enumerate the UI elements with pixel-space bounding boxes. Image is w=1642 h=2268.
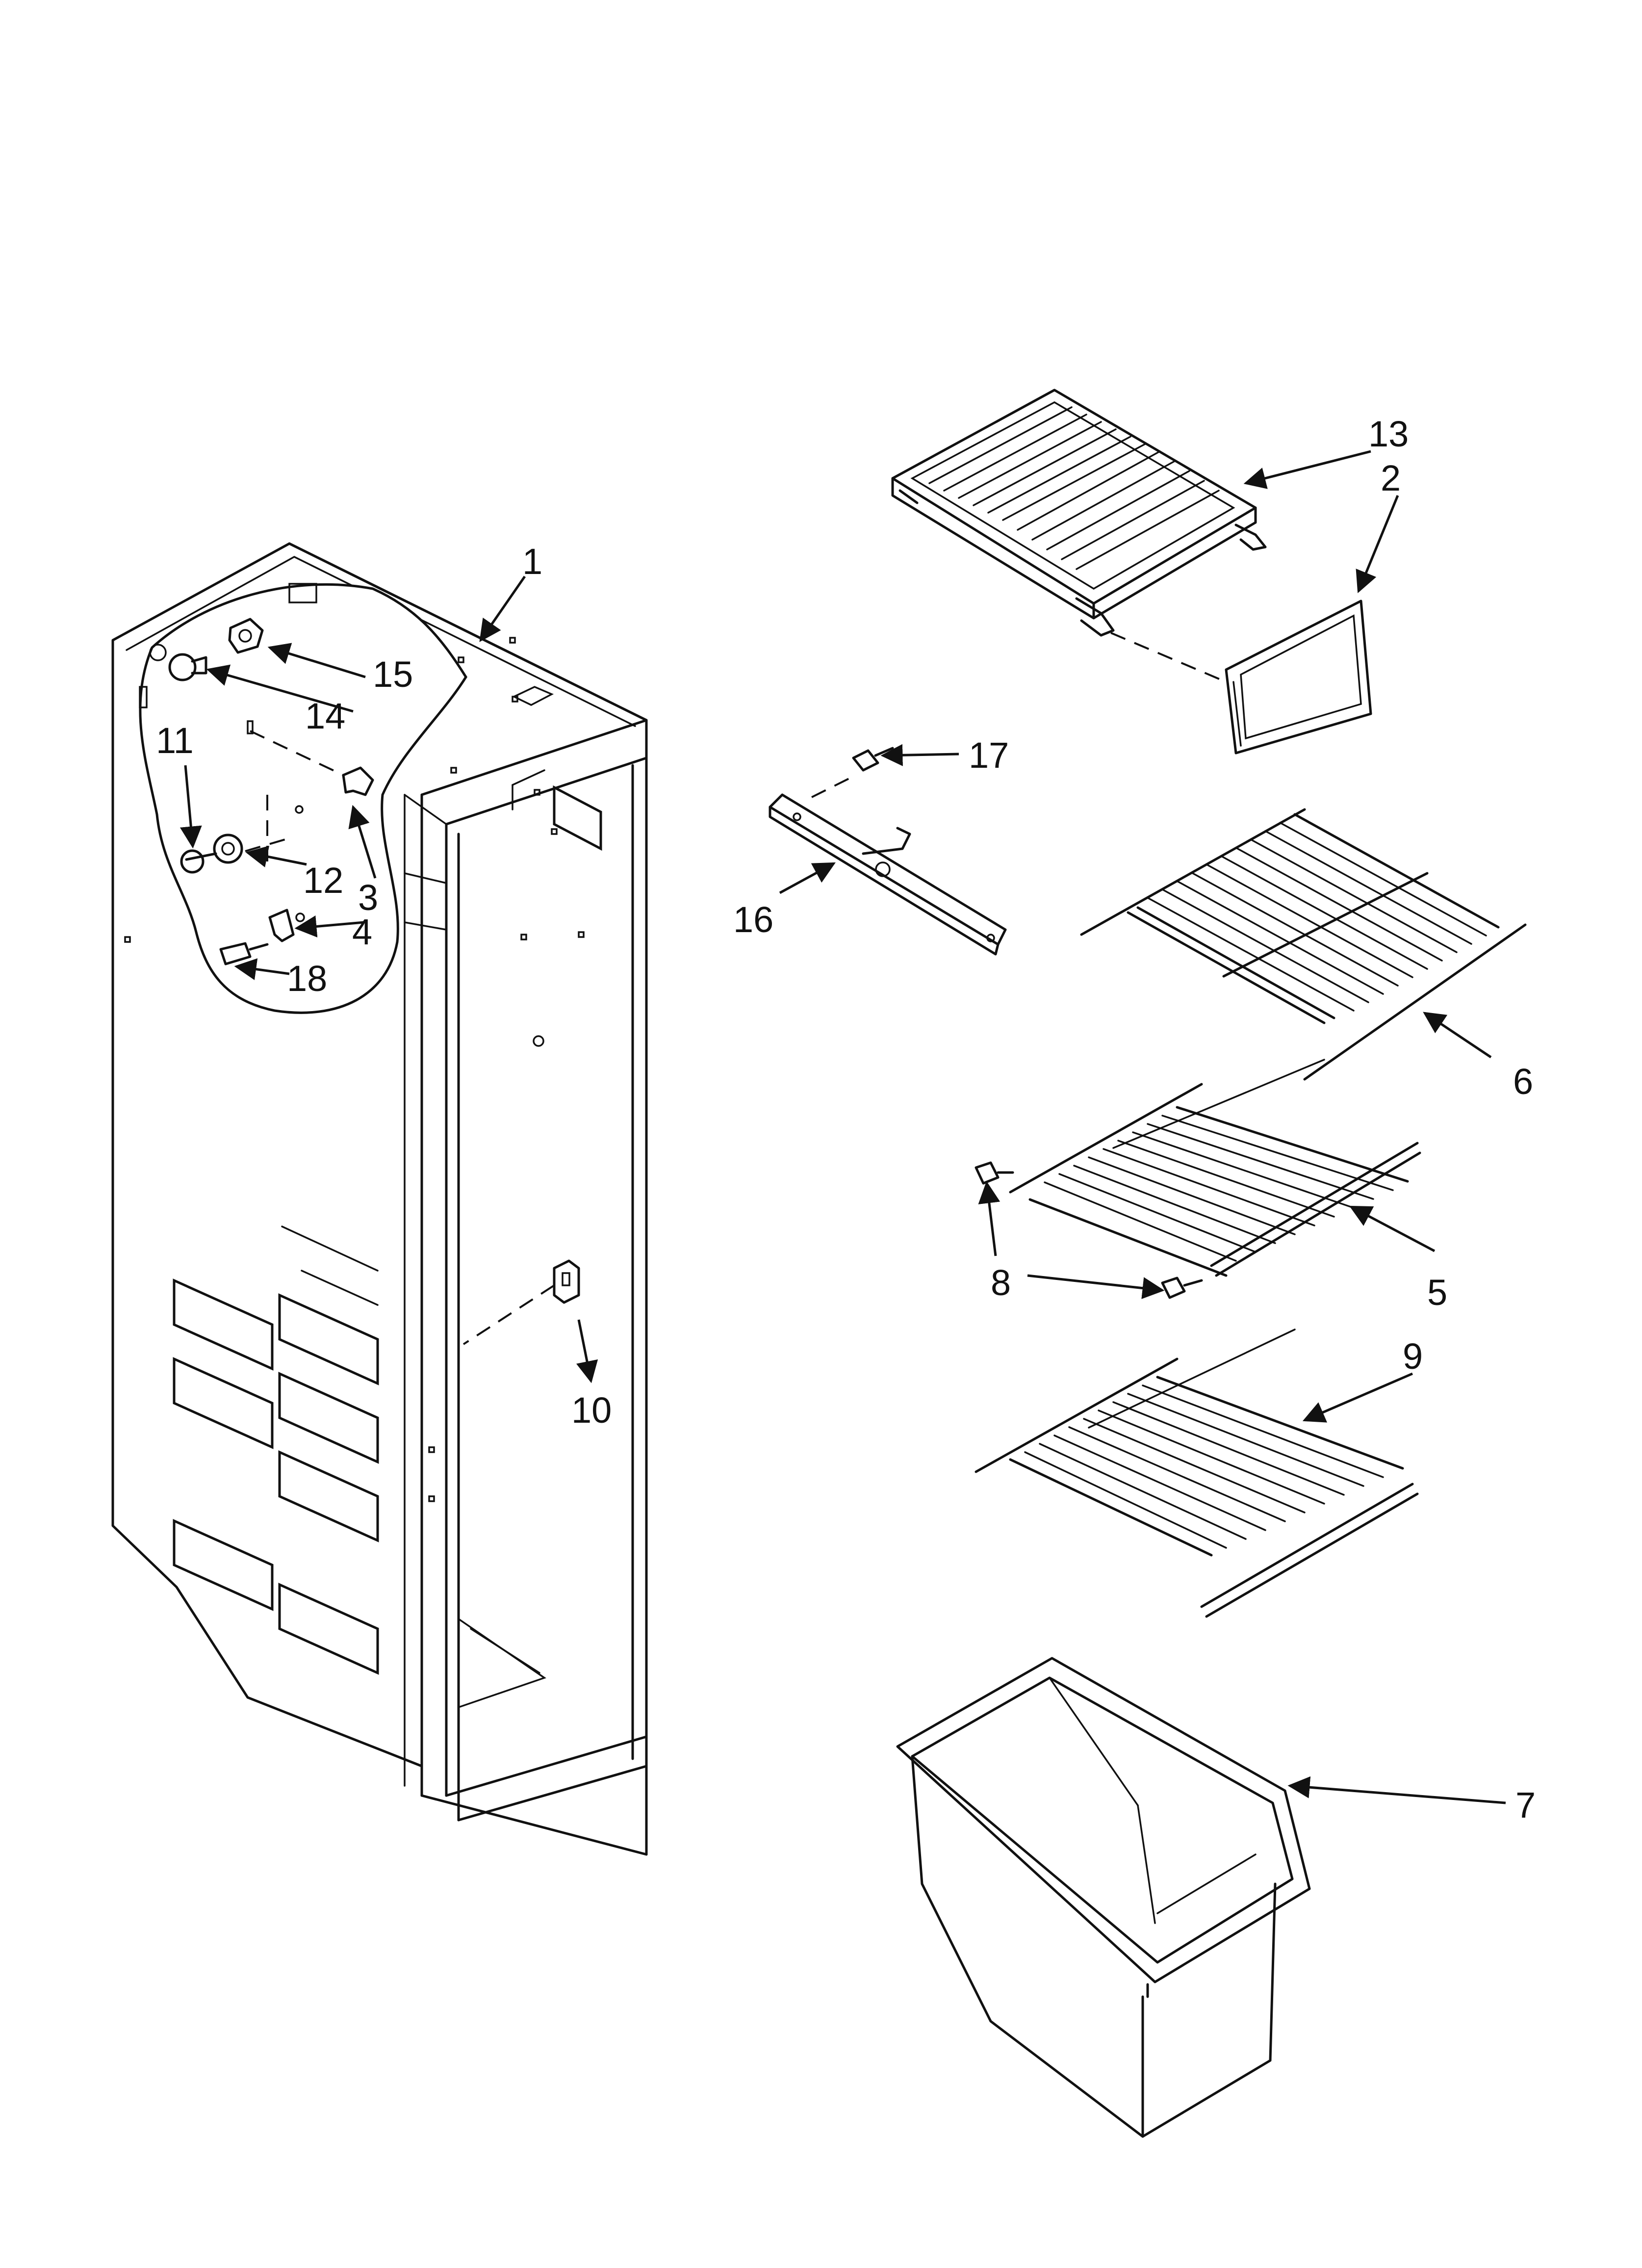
shelf-9 (975, 1329, 1419, 1618)
callout-5: 5 (1427, 1272, 1447, 1313)
callout-6: 6 (1513, 1061, 1533, 1102)
rail-16 (769, 747, 1007, 956)
callout-16: 16 (733, 899, 773, 940)
bin-7 (896, 1657, 1311, 2138)
leader-lines (180, 450, 1506, 1804)
callout-4: 4 (352, 912, 372, 952)
shelf-6 (1080, 808, 1527, 1081)
callout-8: 8 (991, 1262, 1011, 1303)
callout-2: 2 (1381, 458, 1401, 498)
callout-11: 11 (156, 720, 194, 761)
frame-2 (1225, 600, 1372, 755)
freezer-liner (111, 542, 648, 1856)
callout-17: 17 (969, 735, 1009, 776)
callout-12: 12 (303, 860, 343, 901)
tray-13 (891, 389, 1267, 683)
callout-9: 9 (1403, 1336, 1423, 1377)
shelf-5 (975, 1059, 1421, 1299)
callout-7: 7 (1515, 1785, 1536, 1825)
callout-18: 18 (287, 958, 327, 999)
callout-10: 10 (571, 1390, 612, 1431)
cutaway-detail (139, 583, 467, 1014)
callout-3: 3 (358, 877, 378, 918)
callout-labels: 1 2 3 4 5 6 7 8 9 10 11 12 13 14 15 16 1… (156, 414, 1536, 1825)
callout-13: 13 (1368, 414, 1409, 454)
callout-14: 14 (305, 696, 345, 736)
clip-10 (462, 1259, 580, 1345)
callout-15: 15 (373, 654, 413, 695)
callout-1: 1 (522, 541, 542, 582)
